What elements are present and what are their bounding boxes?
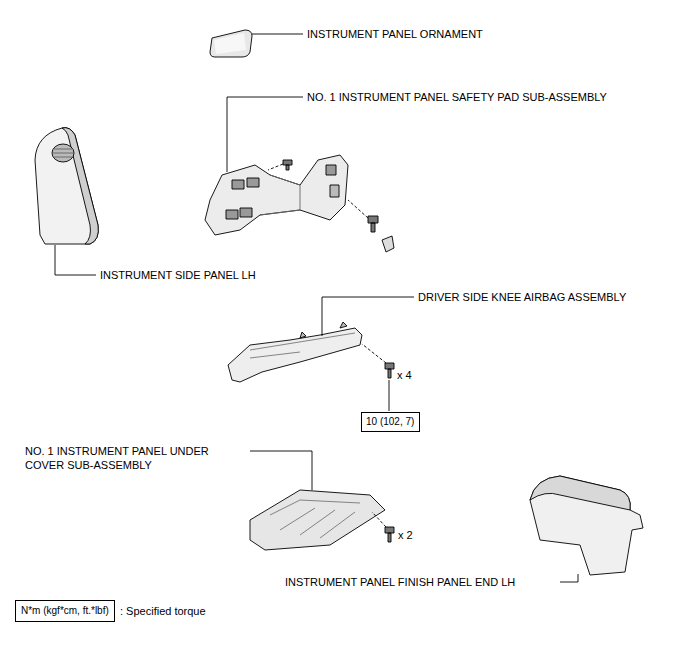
- leader-line: [252, 34, 303, 35]
- ornament-part: [210, 30, 252, 57]
- quantity-label: x 4: [397, 368, 412, 382]
- under-cover-part: [250, 490, 385, 550]
- part-name: NO. 1 INSTRUMENT PANEL UNDER COVER SUB-A…: [25, 444, 240, 472]
- torque-box: 10 (102, 7): [361, 412, 420, 432]
- leader-line: [322, 297, 414, 336]
- unit-legend-box: N*m (kgf*cm, ft.*lbf): [15, 600, 115, 622]
- leader-line: [227, 97, 303, 172]
- finish-panel-part: [530, 476, 643, 575]
- part-name: INSTRUMENT PANEL FINISH PANEL END LH: [285, 575, 515, 589]
- safety-pad-part: [205, 155, 348, 235]
- box-text: N*m (kgf*cm, ft.*lbf): [21, 605, 109, 617]
- leader-line: [55, 245, 96, 275]
- part-name: NO. 1 INSTRUMENT PANEL SAFETY PAD SUB-AS…: [307, 90, 607, 104]
- quantity-label: x 2: [398, 528, 413, 542]
- part-name: : Specified torque: [120, 604, 206, 618]
- leader-line: [250, 451, 312, 490]
- part-name: DRIVER SIDE KNEE AIRBAG ASSEMBLY: [418, 290, 626, 304]
- leader-line: [578, 574, 579, 582]
- part-name: INSTRUMENT PANEL ORNAMENT: [307, 27, 483, 41]
- knee-airbag-part: [228, 328, 362, 382]
- box-text: 10 (102, 7): [366, 416, 415, 428]
- leader-line: [560, 582, 578, 583]
- leader-line: [389, 380, 390, 411]
- part-name: INSTRUMENT SIDE PANEL LH: [100, 268, 256, 282]
- side-panel-part: [35, 128, 98, 244]
